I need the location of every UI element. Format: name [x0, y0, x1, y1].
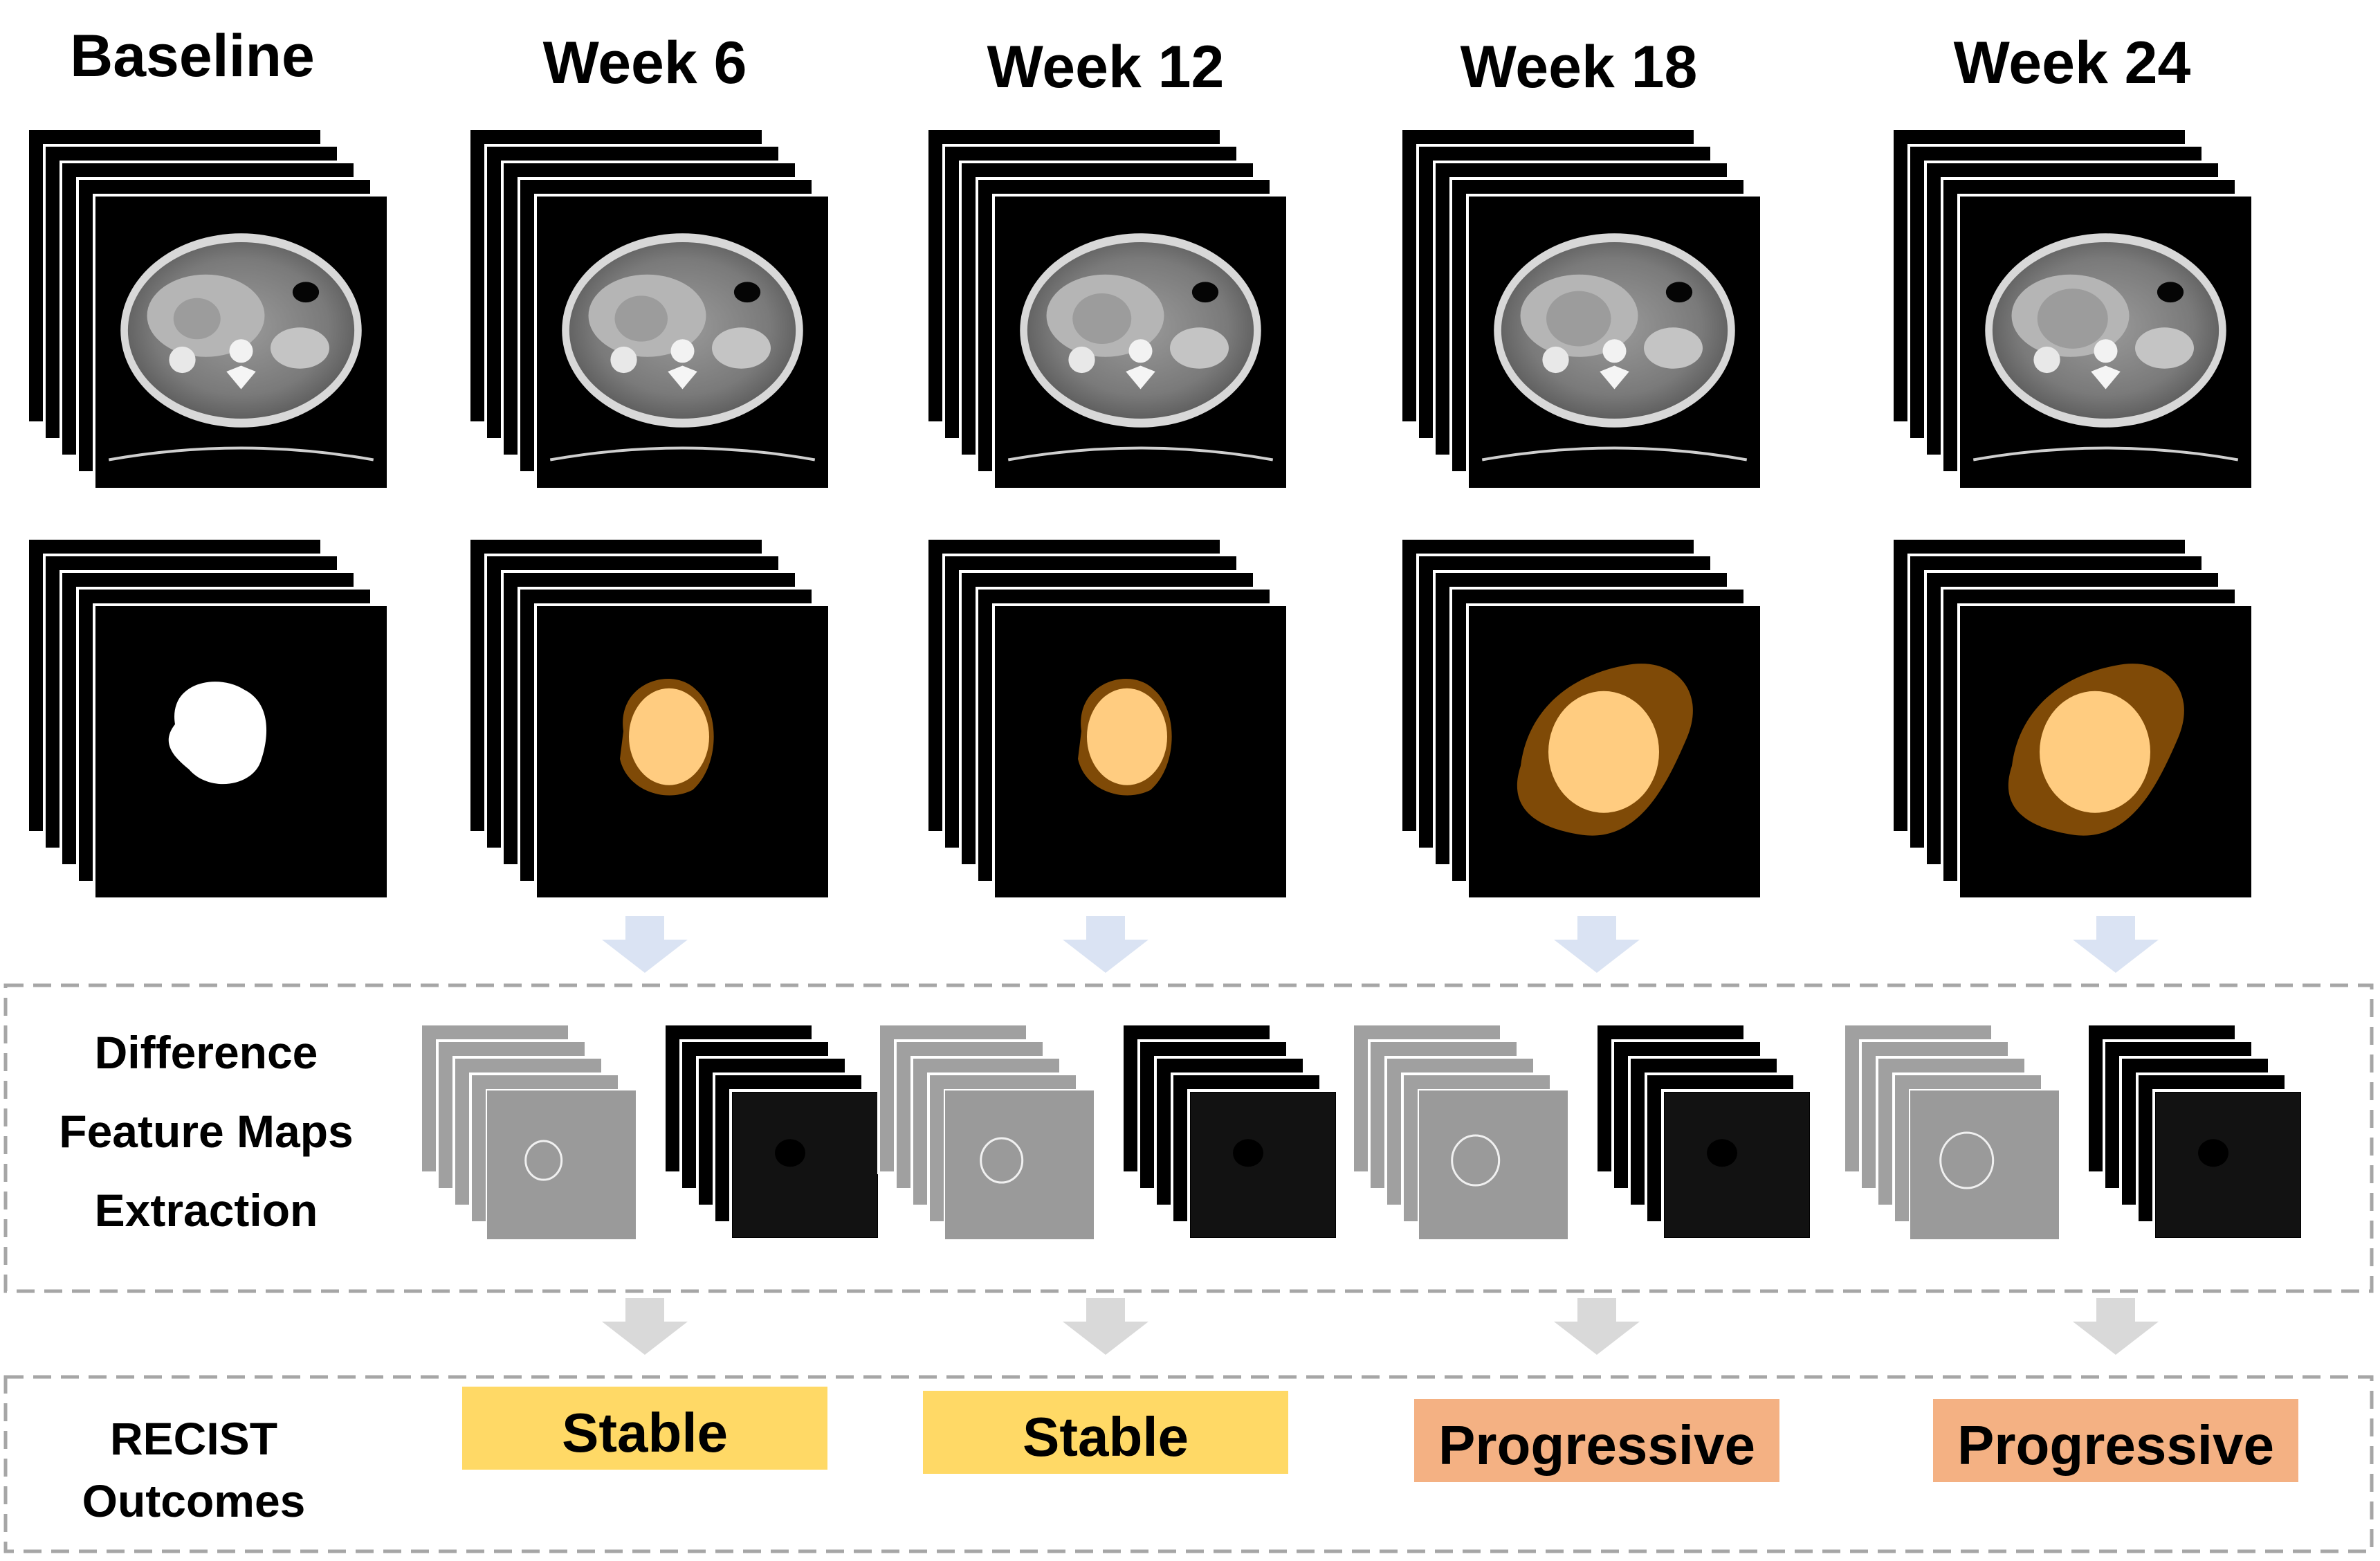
feature-section-label-line3: Extraction — [95, 1185, 318, 1236]
ct-aorta — [670, 339, 695, 363]
ct-table-line — [1972, 446, 2239, 462]
ct-spleen — [2135, 327, 2194, 369]
lesion-mask-baseline — [629, 688, 709, 785]
ct-lesion — [2037, 289, 2108, 349]
ct-aorta — [2094, 339, 2118, 363]
arrow-to-recist-outcome — [2073, 1298, 2159, 1355]
lesion-mask-baseline — [1087, 688, 1167, 785]
arrow-to-recist-outcome — [1063, 1298, 1148, 1355]
lesion-mask-white — [168, 682, 267, 785]
recist-outcome-badge — [462, 1387, 827, 1470]
timepoint-column-1: Baseline — [26, 23, 390, 900]
ct-lesion — [1546, 291, 1611, 347]
difference-contour — [1451, 1134, 1501, 1187]
timepoint-title: Week 12 — [987, 34, 1225, 100]
dark-feature-map-front — [733, 1093, 877, 1237]
ct-spine — [2091, 365, 2121, 390]
ct-spleen — [1170, 327, 1229, 369]
ct-gas-pocket — [2157, 282, 2184, 303]
ct-aorta — [1128, 339, 1153, 363]
gray-feature-map-front — [1419, 1090, 1568, 1239]
ct-table-line — [549, 446, 816, 462]
ct-kidney — [2033, 346, 2060, 374]
dark-feature-blob — [2198, 1139, 2228, 1167]
feature-section-label-line2: Feature Maps — [59, 1106, 353, 1157]
lesion-mask-baseline — [1548, 691, 1659, 813]
recist-outcome-label: Progressive — [1957, 1414, 2274, 1476]
ct-kidney — [610, 346, 637, 374]
dark-feature-map-front — [2156, 1093, 2300, 1237]
difference-contour — [980, 1137, 1024, 1184]
timepoint-title: Baseline — [70, 23, 315, 89]
arrow-to-recist-outcome — [602, 1298, 688, 1355]
ct-kidney — [1068, 346, 1095, 374]
ct-spleen — [712, 327, 771, 369]
timepoint-title: Week 24 — [1954, 30, 2191, 96]
ct-spleen — [1644, 327, 1703, 369]
timepoint-column-4: Week 18 Progressive — [1351, 34, 1813, 1482]
timepoint-title: Week 6 — [543, 30, 747, 96]
recist-outcome-badge — [923, 1391, 1288, 1474]
dark-feature-blob — [775, 1139, 805, 1167]
ct-kidney — [1542, 346, 1569, 374]
outcome-section-label-line2: Outcomes — [82, 1475, 306, 1526]
ct-gas-pocket — [292, 282, 320, 303]
ct-gas-pocket — [733, 282, 761, 303]
ct-aorta — [229, 339, 253, 363]
dark-feature-map-front — [1665, 1093, 1809, 1237]
timepoint-column-3: Week 12 Stable — [877, 34, 1339, 1474]
arrow-to-feature-extraction — [1063, 916, 1148, 973]
ct-spine — [1600, 365, 1629, 390]
recist-outcome-label: Stable — [562, 1402, 728, 1463]
recist-outcome-badge — [1414, 1399, 1779, 1482]
ct-table-line — [108, 446, 374, 462]
arrow-to-feature-extraction — [602, 916, 688, 973]
dark-feature-map-front — [1191, 1093, 1335, 1237]
feature-section-frame — [3, 983, 2374, 1293]
ct-spleen — [271, 327, 329, 369]
recist-outcome-label: Stable — [1023, 1406, 1189, 1468]
outcome-section-label-line1: RECIST — [110, 1413, 277, 1464]
recist-outcome-label: Progressive — [1438, 1414, 1755, 1476]
gray-feature-map-front — [1910, 1090, 2059, 1239]
difference-contour — [524, 1140, 563, 1181]
arrow-to-feature-extraction — [1554, 916, 1640, 973]
dark-feature-blob — [1707, 1139, 1737, 1167]
ct-table-line — [1481, 446, 1748, 462]
ct-table-line — [1007, 446, 1274, 462]
ct-lesion — [614, 295, 668, 342]
lesion-mask-baseline — [2040, 691, 2150, 813]
timepoint-title: Week 18 — [1461, 34, 1698, 100]
timepoint-column-5: Week 24 Progressive — [1842, 30, 2304, 1482]
ct-gas-pocket — [1665, 282, 1693, 303]
recist-outcome-badge — [1933, 1399, 2298, 1482]
ct-spine — [1126, 365, 1155, 390]
timepoint-column-2: Week 6 Stable — [419, 30, 881, 1470]
difference-contour — [1939, 1131, 1995, 1189]
arrow-to-recist-outcome — [1554, 1298, 1640, 1355]
ct-spine — [226, 365, 256, 390]
ct-kidney — [169, 346, 196, 374]
outcome-section-frame — [3, 1375, 2374, 1553]
dark-feature-blob — [1233, 1139, 1263, 1167]
ct-lesion — [1072, 293, 1132, 345]
gray-feature-map-front — [945, 1090, 1094, 1239]
ct-spine — [668, 365, 697, 390]
ct-gas-pocket — [1191, 282, 1219, 303]
feature-section-label-line1: Difference — [95, 1027, 318, 1078]
ct-aorta — [1602, 339, 1627, 363]
ct-lesion — [173, 298, 221, 340]
arrow-to-feature-extraction — [2073, 916, 2159, 973]
